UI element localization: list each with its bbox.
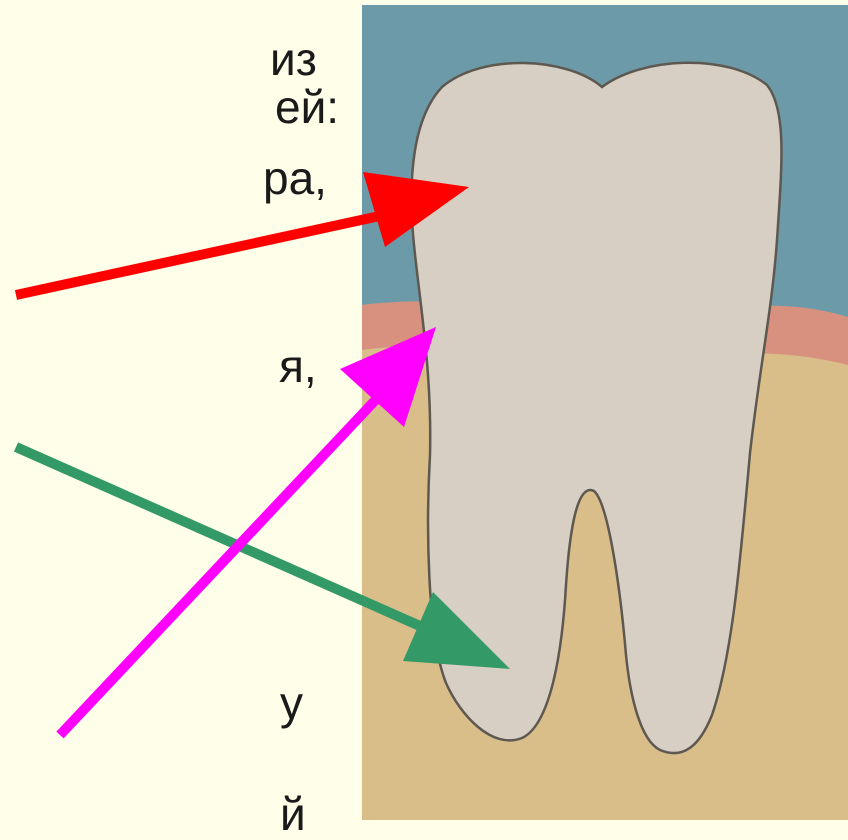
annotation-arrows <box>0 0 848 820</box>
crown-arrow <box>16 172 469 295</box>
neck-arrow <box>60 327 436 735</box>
root-arrow <box>16 447 510 669</box>
slide: { "text_fragments": [ "из", "ей:", "ра,"… <box>0 0 848 820</box>
